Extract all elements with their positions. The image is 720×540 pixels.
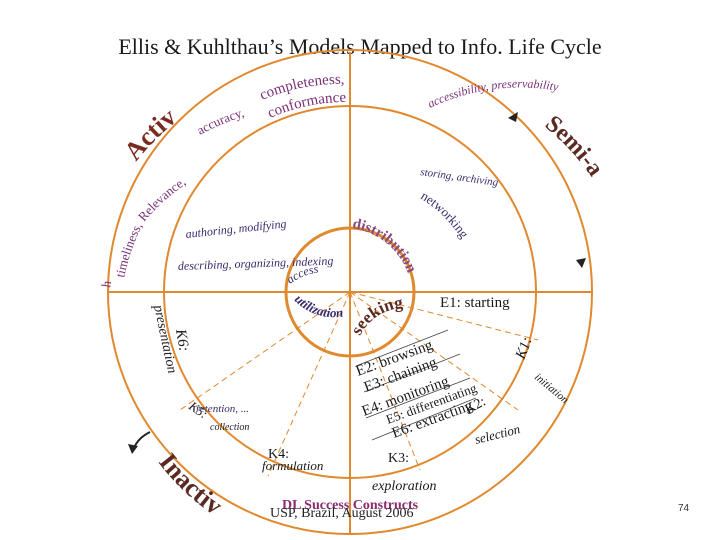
kuhlthau-k3: K3: [388, 451, 409, 466]
label-h-fragment: h [98, 279, 114, 288]
kuhlthau-k1: K1: [513, 335, 536, 362]
label-retention-faded: retention, ... [196, 403, 249, 415]
kuhlthau-dividers [179, 291, 539, 477]
kuhlthau-k4: K4: [268, 447, 289, 462]
label-accessibility: accessibility, preservability [425, 77, 560, 111]
kuhlthau-k4-sub: formulation [262, 458, 323, 473]
arrow-top-icon [508, 112, 518, 122]
footer-constructs: DL Success Constructs [282, 498, 419, 513]
arrow-bottom-left-icon [133, 431, 151, 449]
label-utilization: utilization [292, 291, 344, 320]
page-number: 74 [678, 503, 690, 514]
label-networking: networking [418, 188, 472, 241]
kuhlthau-k6: K6: [172, 327, 192, 353]
quadrant-semi-active: Semi-a [540, 111, 608, 181]
quadrant-active: Active [0, 0, 182, 166]
label-storing-faded: storing, archiving [420, 166, 500, 189]
kuhlthau-k1-sub: initiation [532, 371, 571, 406]
arrow-right-icon [576, 258, 586, 268]
label-authoring: authoring, modifying [185, 216, 287, 241]
kuhlthau-k5-sub: collection [210, 422, 249, 433]
label-distribution: distribution [351, 216, 419, 276]
ellis-underlines [355, 329, 477, 441]
kuhlthau-k3-sub: exploration [372, 479, 437, 494]
slide-title: Ellis & Kuhlthau’s Models Mapped to Info… [118, 34, 602, 59]
footer-venue: USP, Brazil, August 2006 [270, 506, 414, 521]
label-seeking: seeking [347, 293, 404, 338]
ellis-e1: E1: starting [440, 295, 510, 311]
kuhlthau-k5: K5: [185, 398, 210, 422]
label-accuracy: accuracy, [194, 105, 245, 138]
arrow-bottom-left-head-icon [128, 444, 138, 454]
label-describing: describing, organizing, indexing [178, 254, 334, 273]
